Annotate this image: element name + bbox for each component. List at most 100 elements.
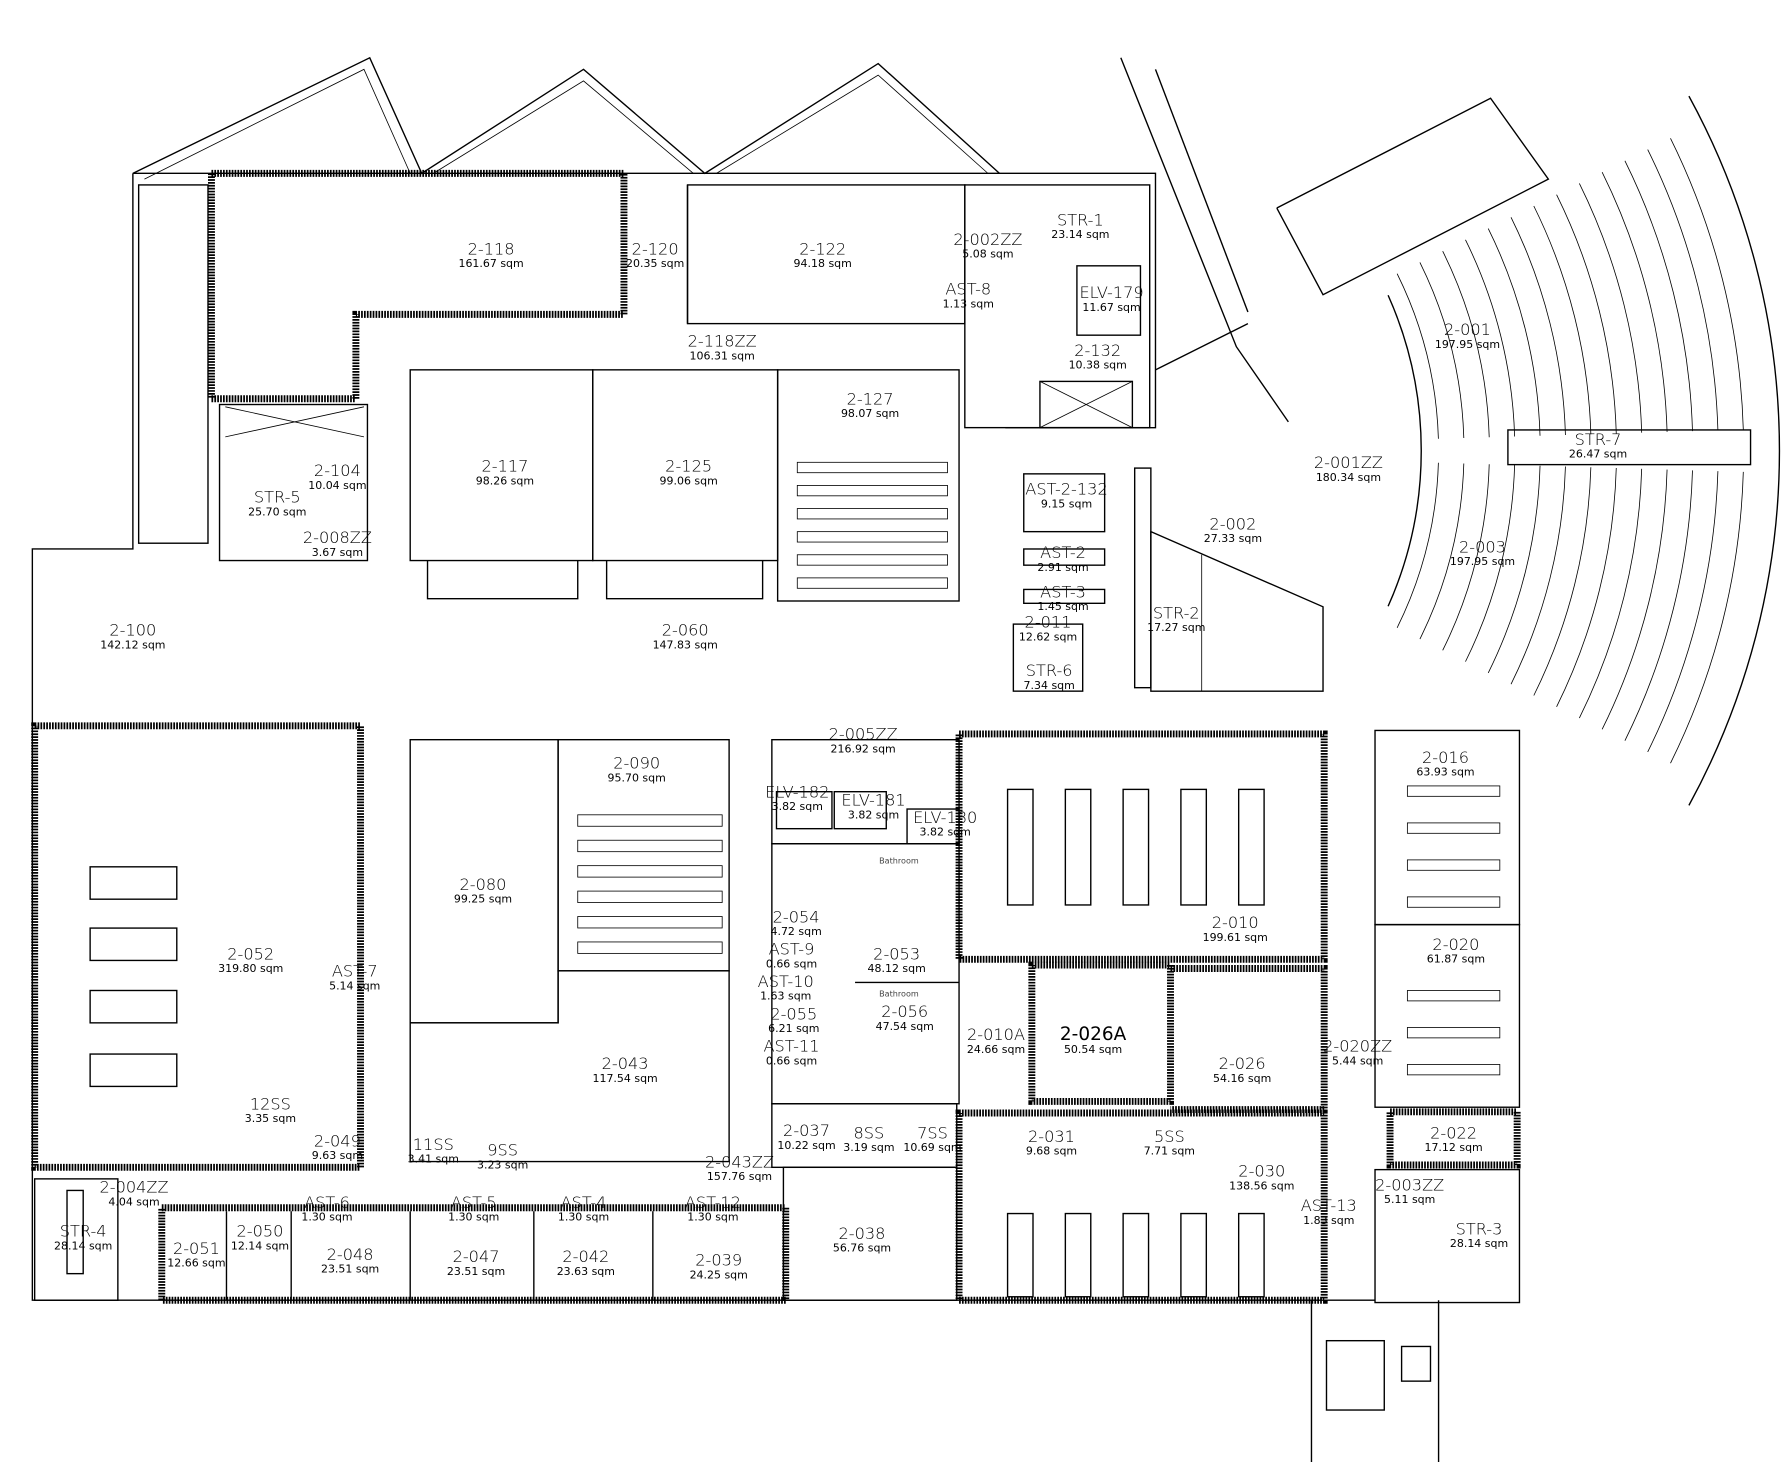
room-area: 10.22 sqm <box>777 1139 835 1152</box>
room-area: 48.12 sqm <box>868 962 926 975</box>
room-area: 3.19 sqm <box>843 1141 894 1154</box>
room-area: 23.14 sqm <box>1051 228 1109 241</box>
room-number: 2-031 <box>1028 1127 1075 1146</box>
seating-row <box>1601 469 1668 730</box>
lab-bench <box>1122 1212 1150 1298</box>
classroom-desk <box>1406 896 1501 908</box>
room-label: STR-525.70 sqm <box>248 488 306 519</box>
room-number: 2-005ZZ <box>829 725 898 744</box>
room-area: 142.12 sqm <box>100 638 165 651</box>
room-area: 4.72 sqm <box>770 925 821 938</box>
room-number: AST-8 <box>945 280 991 299</box>
seating-row <box>1624 160 1693 432</box>
room-label: AST-75.14 sqm <box>329 962 380 993</box>
room-area: 138.56 sqm <box>1229 1179 1294 1192</box>
room-number: 2-020 <box>1432 935 1479 954</box>
room-area: 23.63 sqm <box>557 1265 615 1278</box>
room-label: STR-428.14 sqm <box>54 1222 112 1253</box>
room-number: 2-052 <box>227 944 274 963</box>
room-area: 23.51 sqm <box>321 1262 379 1275</box>
lab-bench <box>1122 788 1150 906</box>
walls <box>31 56 1781 1463</box>
seating-row <box>1487 228 1541 436</box>
lab-bench <box>1180 788 1208 906</box>
tier-step <box>796 461 948 474</box>
room-number: 2-051 <box>173 1239 220 1258</box>
room-number: STR-5 <box>254 488 301 507</box>
room-area: 9.68 sqm <box>1026 1145 1077 1158</box>
room-number: 2-100 <box>109 621 156 640</box>
room-label: STR-328.14 sqm <box>1450 1219 1508 1250</box>
tier-step <box>796 554 948 566</box>
seating-row <box>1442 250 1490 438</box>
room-area: 24.66 sqm <box>967 1043 1025 1056</box>
tier-step <box>796 531 948 543</box>
room-area: 99.06 sqm <box>660 474 718 487</box>
seating-row <box>1578 468 1643 719</box>
room-area: 1.30 sqm <box>448 1210 499 1223</box>
room-label: AST-51.30 sqm <box>448 1193 499 1224</box>
seating-row <box>1556 468 1617 707</box>
room-area: 94.18 sqm <box>794 257 852 270</box>
room-area: 4.04 sqm <box>108 1195 159 1208</box>
seating-row <box>1670 138 1744 430</box>
room-area: 5.08 sqm <box>962 248 1013 261</box>
room-number: 2-003 <box>1459 537 1506 556</box>
room-area: 28.14 sqm <box>1450 1237 1508 1250</box>
lab-bench <box>1064 788 1092 906</box>
room-number: 2-001 <box>1444 320 1491 339</box>
room-number: 2-047 <box>453 1247 500 1266</box>
classroom-desk <box>1406 822 1501 834</box>
room-number: AST-10 <box>758 972 814 991</box>
room-label: AST-61.30 sqm <box>301 1193 352 1224</box>
room-number: 2-049 <box>314 1132 361 1151</box>
room-number: AST-7 <box>332 962 378 981</box>
room-area: 2.91 sqm <box>1037 561 1088 574</box>
tier-step <box>577 941 723 954</box>
seating-row <box>1487 465 1541 674</box>
room-area: 5.44 sqm <box>1332 1054 1383 1067</box>
auditorium-inner-wall <box>1387 294 1422 607</box>
room-number: 5SS <box>1154 1127 1185 1146</box>
room-label: STR-217.27 sqm <box>1147 603 1205 634</box>
room-number: ELV-179 <box>1079 283 1143 302</box>
room-area: 1.45 sqm <box>1037 600 1088 613</box>
room-label: STR-726.47 sqm <box>1569 430 1627 461</box>
seating-row <box>1419 463 1465 640</box>
tier-step <box>577 890 723 903</box>
room-label: AST-110.66 sqm <box>763 1037 819 1068</box>
classroom-desk <box>1406 785 1501 797</box>
room-number: 2-080 <box>460 875 507 894</box>
room-number: 2-026A <box>1060 1024 1127 1045</box>
room-number: 2-055 <box>770 1004 817 1023</box>
room-area: 9.63 sqm <box>312 1149 363 1162</box>
room-number: 2-020ZZ <box>1323 1037 1392 1056</box>
bathroom-label: Bathroom <box>879 855 919 865</box>
lab-bench <box>1064 1212 1092 1298</box>
room-area: 26.47 sqm <box>1569 448 1627 461</box>
room-number: STR-7 <box>1575 430 1622 449</box>
room-number: AST-12 <box>685 1193 741 1212</box>
room-number: 2-002 <box>1209 514 1256 533</box>
seating-row <box>1624 470 1693 741</box>
room-number: STR-1 <box>1057 210 1104 229</box>
auditorium-outer-wall <box>1688 95 1781 806</box>
room-area: 63.93 sqm <box>1416 766 1474 779</box>
